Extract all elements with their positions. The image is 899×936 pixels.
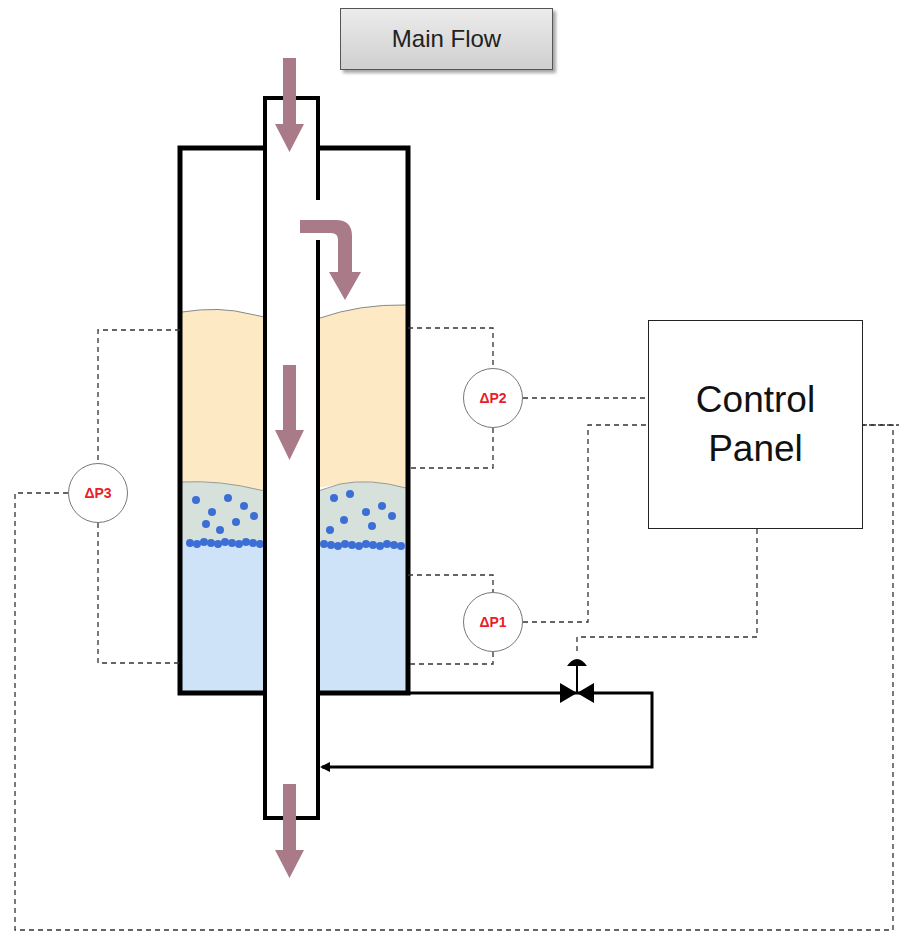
signal-line <box>523 425 648 622</box>
pressure-gauge: ΔP1 <box>463 592 523 652</box>
control-valve <box>560 659 594 703</box>
pressure-gauge: ΔP3 <box>68 463 128 523</box>
return-pipe <box>322 693 652 767</box>
node-text: ΔP3 <box>84 485 111 501</box>
signal-line <box>523 397 648 398</box>
flow-arrows <box>275 58 361 878</box>
flow-label-box: Main Flow <box>340 8 553 70</box>
central-pipe <box>265 98 318 818</box>
node-text: ΔP2 <box>479 390 506 406</box>
pressure-gauge: ΔP2 <box>463 368 523 428</box>
node-text: Main Flow <box>392 25 501 53</box>
control-panel-box: Control Panel <box>648 320 863 529</box>
node-text: ΔP1 <box>479 614 506 630</box>
node-text: Control Panel <box>657 376 854 472</box>
